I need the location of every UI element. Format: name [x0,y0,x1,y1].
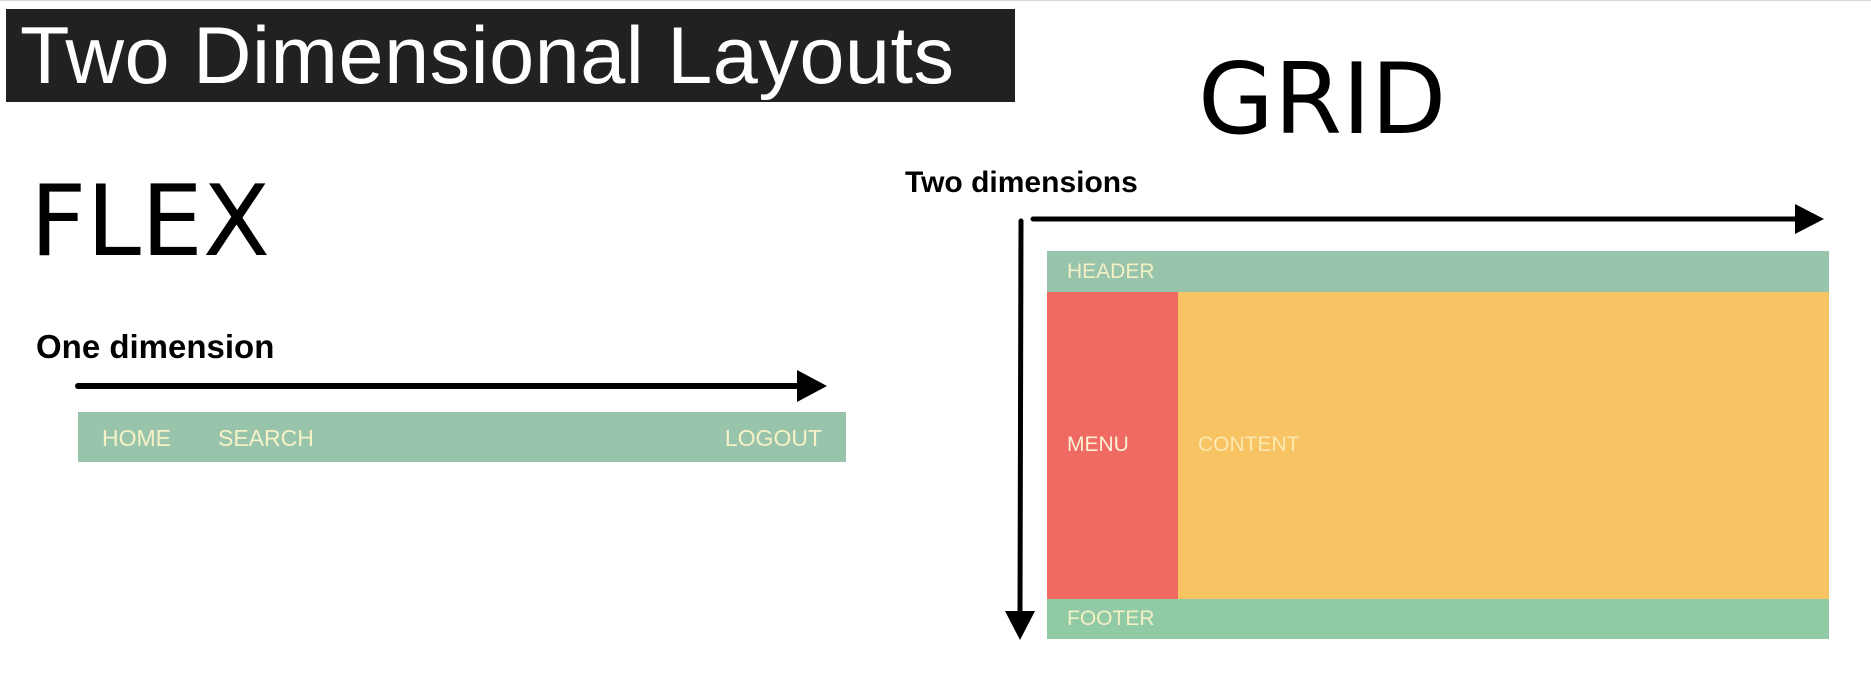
nav-item-logout: LOGOUT [724,425,822,451]
nav-item-search: SEARCH [218,425,314,451]
grid-area-header: HEADER [1047,251,1829,292]
flex-navbar: HOME SEARCH LOGOUT [78,412,846,462]
flex-horizontal-arrow [75,370,827,402]
grid-vertical-arrow [1005,218,1035,640]
grid-content-label: CONTENT [1198,433,1300,456]
grid-menu-label: MENU [1067,433,1129,456]
flex-heading: FLEX [30,165,271,279]
top-rule [0,0,1871,1]
two-dimensions-label: Two dimensions [905,166,1138,199]
grid-area-footer: FOOTER [1047,599,1829,639]
grid-footer-label: FOOTER [1067,607,1155,630]
grid-area-content: CONTENT [1178,292,1829,599]
slide-title-bar: Two Dimensional Layouts [6,9,1015,102]
one-dimension-label: One dimension [36,328,275,365]
grid-heading: GRID [1198,43,1447,157]
nav-item-home: HOME [102,425,171,451]
slide-title: Two Dimensional Layouts [20,11,955,101]
grid-layout-diagram: HEADER MENU CONTENT FOOTER [1047,251,1829,639]
grid-header-label: HEADER [1067,260,1155,283]
grid-horizontal-arrow [1030,204,1824,234]
grid-area-menu: MENU [1047,292,1178,599]
